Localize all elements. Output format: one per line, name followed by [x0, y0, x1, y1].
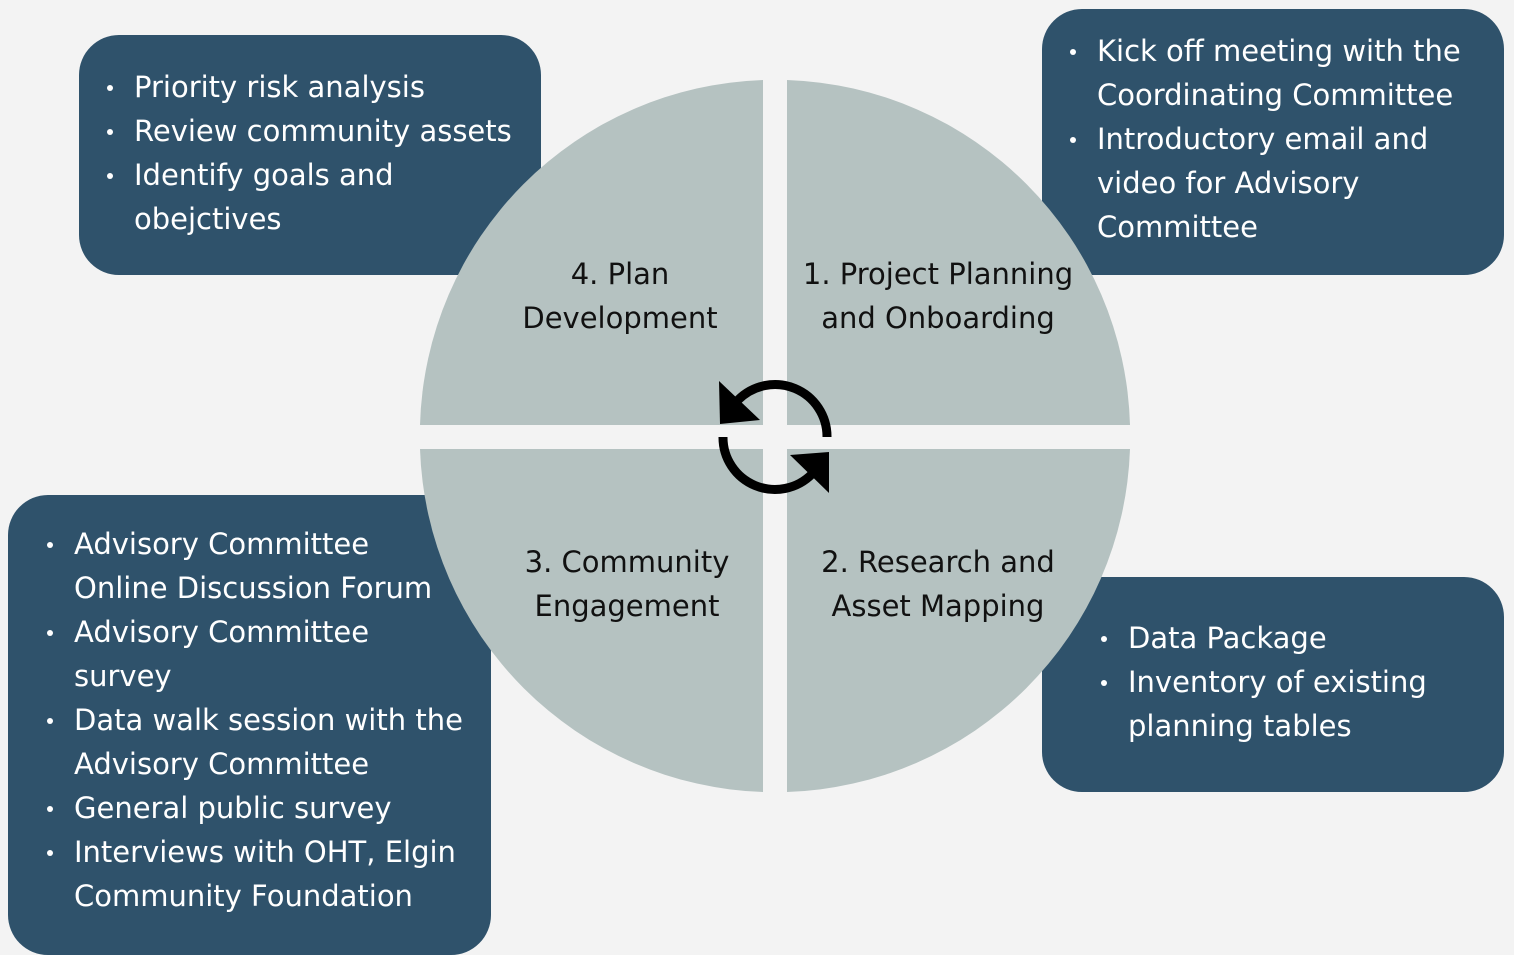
quadrant-label-community: 3. Community Engagement: [508, 540, 746, 628]
list-item-continuation: Advisory Committee: [74, 747, 370, 781]
quadrant-label-line: Engagement: [534, 589, 720, 623]
list-item: Data walk session with the: [47, 698, 463, 742]
list-item-continuation: Online Discussion Forum: [74, 571, 433, 605]
list-item: General public survey: [47, 786, 463, 830]
quadrant-label-project: 1. Project Planning and Onboarding: [798, 252, 1078, 340]
quadrant-project-planning: [787, 80, 1130, 425]
cycle-arrows-icon: [718, 380, 832, 494]
community-engagement-box: [8, 495, 491, 955]
project-planning-box: [1042, 9, 1504, 275]
quadrant-community: [420, 449, 763, 792]
quadrant-label-research: 2. Research and Asset Mapping: [800, 540, 1076, 628]
quadrant-plan-development: [420, 80, 763, 425]
plan-development-list: Priority risk analysis Review community …: [107, 65, 512, 241]
quadrant-label-line: 2. Research and: [821, 545, 1055, 579]
project-planning-list: Kick off meeting with the Coordinating C…: [1070, 29, 1461, 249]
list-item-continuation: survey: [74, 659, 172, 693]
list-item-continuation: planning tables: [1128, 709, 1352, 743]
list-item: Interviews with OHT, Elgin: [47, 830, 463, 874]
quadrant-label-line: 1. Project Planning: [802, 257, 1074, 291]
list-item: Kick off meeting with the: [1070, 29, 1461, 73]
cycle-arrowheads: [719, 381, 829, 493]
list-item-continuation: Committee: [1097, 210, 1258, 244]
research-mapping-box: [1042, 577, 1504, 792]
quadrant-label-line: and Onboarding: [821, 301, 1055, 335]
quadrant-label-line: Development: [522, 301, 718, 335]
list-item-continuation: obejctives: [134, 202, 282, 236]
list-item: Review community assets: [107, 109, 512, 153]
list-item: Inventory of existing: [1101, 660, 1427, 704]
list-item-continuation: video for Advisory: [1097, 166, 1360, 200]
list-item: Data Package: [1101, 616, 1427, 660]
list-item: Advisory Committee: [47, 610, 463, 654]
list-item-continuation: Coordinating Committee: [1097, 78, 1454, 112]
list-item: Identify goals and: [107, 153, 512, 197]
list-item: Introductory email and: [1070, 117, 1461, 161]
quadrant-label-line: 4. Plan: [570, 257, 670, 291]
quadrant-label-plan: 4. Plan Development: [505, 252, 735, 340]
community-engagement-list: Advisory Committee Online Discussion For…: [47, 522, 463, 918]
list-item-continuation: Community Foundation: [74, 879, 413, 913]
list-item: Priority risk analysis: [107, 65, 512, 109]
quadrant-label-line: Asset Mapping: [831, 589, 1045, 623]
plan-development-box: [79, 35, 541, 275]
research-mapping-list: Data Package Inventory of existing plann…: [1101, 616, 1427, 748]
list-item: Advisory Committee: [47, 522, 463, 566]
quadrant-label-line: 3. Community: [524, 545, 730, 579]
quadrant-research: [787, 449, 1130, 792]
